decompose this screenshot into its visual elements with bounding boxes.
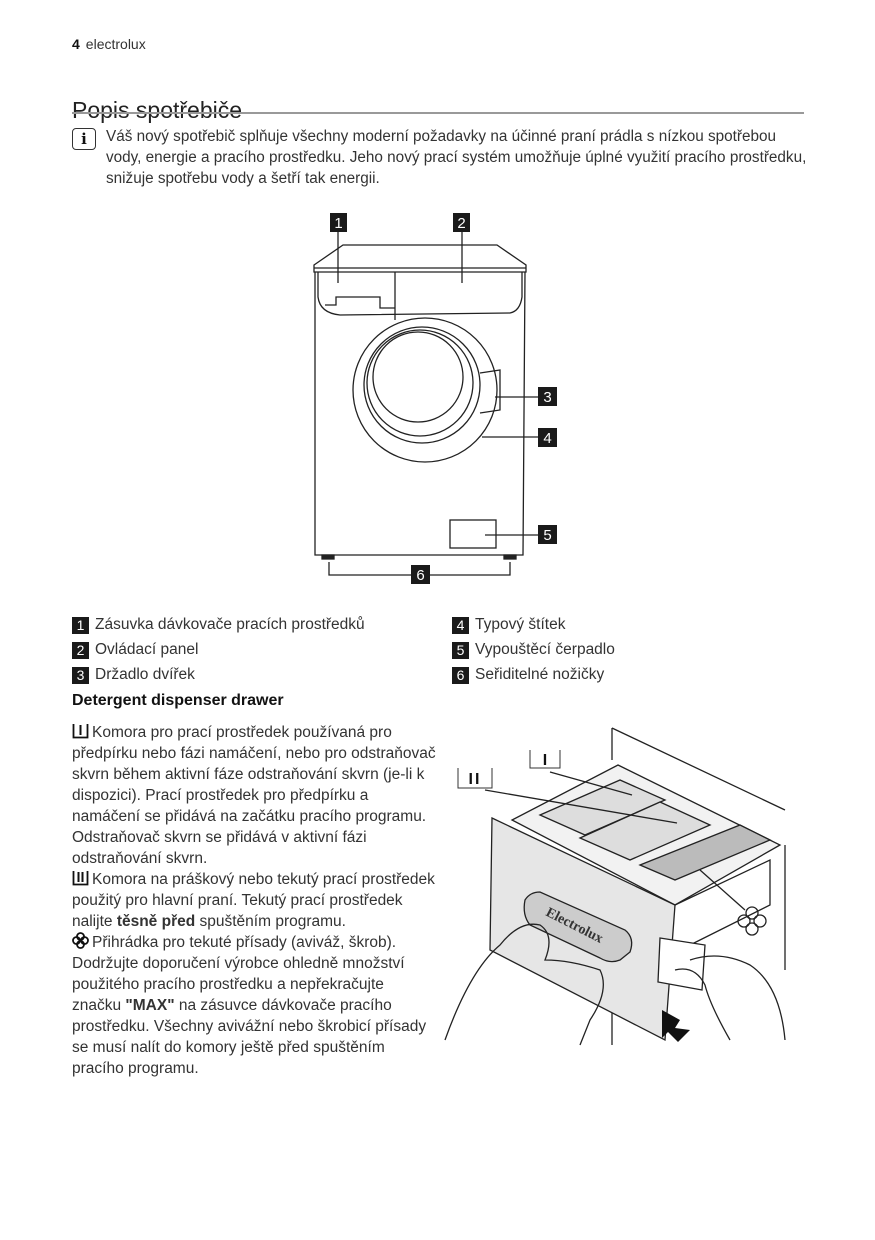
svg-text:II: II bbox=[469, 771, 482, 788]
legend-label: Vypouštěcí čerpadlo bbox=[475, 641, 615, 658]
dosage-text: Dodržujte doporučení výrobce ohledně mno… bbox=[72, 955, 405, 1014]
legend-number: 3 bbox=[72, 667, 89, 684]
machine-top bbox=[313, 244, 527, 273]
machine-body bbox=[314, 271, 526, 556]
pull-direction-arrow-icon bbox=[662, 1010, 690, 1042]
legend-number: 2 bbox=[72, 642, 89, 659]
legend-right: 4 Typový štítek 5 Vypouštěcí čerpadlo 6 Seř… bbox=[452, 612, 615, 687]
legend-item: 2 Ovládací panel bbox=[72, 637, 365, 662]
additive-paragraph: Přihrádka pro tekuté přísady (aviváž, šk… bbox=[72, 932, 437, 953]
door-handle bbox=[479, 369, 501, 414]
cabinet-top-edge bbox=[611, 727, 786, 811]
legend-item: 3 Držadlo dvířek bbox=[72, 662, 365, 687]
callout-1: 1 bbox=[330, 213, 347, 232]
legend-label: Ovládací panel bbox=[95, 641, 199, 658]
svg-text:3: 3 bbox=[543, 389, 551, 406]
legend-item: 6 Seřiditelné nožičky bbox=[452, 662, 615, 687]
mainwash-emphasis: těsně před bbox=[116, 913, 196, 930]
legend-number: 6 bbox=[452, 667, 469, 684]
additive-text: Přihrádka pro tekuté přísady (aviváž, šk… bbox=[92, 934, 397, 951]
drawer-handle-grip bbox=[523, 891, 633, 963]
callout-5: 5 bbox=[538, 525, 557, 544]
right-hand bbox=[689, 955, 786, 1041]
section-title: Popis spotřebiče bbox=[72, 97, 243, 124]
label-compartment-I: I bbox=[529, 750, 561, 769]
legend-number: 5 bbox=[452, 642, 469, 659]
legend-item: 5 Vypouštěcí čerpadlo bbox=[452, 637, 615, 662]
info-icon: i bbox=[72, 128, 96, 150]
drawer-handle bbox=[325, 296, 395, 309]
mainwash-text: Komora na práškový nebo tekutý prací pro… bbox=[72, 871, 435, 930]
mainwash-text-end: spuštěním programu. bbox=[195, 913, 346, 930]
page-number: 4 bbox=[72, 36, 80, 52]
page-header: 4 electrolux bbox=[72, 36, 146, 52]
info-note: i Váš nový spotřebič splňuje všechny mod… bbox=[72, 126, 807, 189]
dispenser-description: Komora pro prací prostředek používaná pr… bbox=[72, 722, 437, 1079]
washing-machine-diagram: 1 2 3 4 5 6 bbox=[313, 213, 557, 584]
softener-flower-symbol bbox=[737, 906, 767, 936]
brand-name: electrolux bbox=[85, 36, 146, 52]
legend-number: 1 bbox=[72, 617, 89, 634]
legend-label: Držadlo dvířek bbox=[95, 666, 195, 683]
flower-softener-icon bbox=[72, 932, 89, 949]
legend-label: Seřiditelné nožičky bbox=[475, 666, 605, 683]
mainwash-paragraph: Komora na práškový nebo tekutý prací pro… bbox=[72, 869, 437, 932]
svg-text:4: 4 bbox=[543, 430, 551, 447]
info-text: Váš nový spotřebič splňuje všechny moder… bbox=[106, 128, 807, 187]
prewash-text: Komora pro prací prostředek používaná pr… bbox=[72, 724, 436, 867]
door-outer-ring bbox=[352, 317, 498, 463]
legend-number: 4 bbox=[452, 617, 469, 634]
svg-text:1: 1 bbox=[334, 215, 342, 232]
svg-text:5: 5 bbox=[543, 527, 551, 544]
control-panel-outline bbox=[317, 272, 523, 316]
max-mark-emphasis: "MAX" bbox=[125, 997, 175, 1014]
svg-text:6: 6 bbox=[416, 567, 424, 584]
pump-cover bbox=[449, 519, 497, 549]
mainwash-compartment-icon bbox=[72, 871, 89, 886]
door-glass bbox=[372, 331, 464, 423]
callout-3: 3 bbox=[538, 387, 557, 406]
dosage-text-end: na zásuvce dávkovače pracího prostředku.… bbox=[72, 997, 427, 1077]
dispenser-drawer-illustration: I II Electrolux bbox=[444, 727, 786, 1046]
callout-2: 2 bbox=[453, 213, 470, 232]
prewash-paragraph: Komora pro prací prostředek používaná pr… bbox=[72, 722, 437, 869]
prewash-compartment-icon bbox=[72, 724, 89, 739]
legend-label: Zásuvka dávkovače pracích prostředků bbox=[95, 616, 365, 633]
legend-label: Typový štítek bbox=[475, 616, 566, 633]
dispenser-heading: Detergent dispenser drawer bbox=[72, 692, 284, 709]
callout-4: 4 bbox=[538, 428, 557, 447]
callout-6: 6 bbox=[411, 565, 430, 584]
svg-text:I: I bbox=[543, 752, 547, 769]
label-compartment-II: II bbox=[457, 768, 493, 789]
legend-item: 4 Typový štítek bbox=[452, 612, 615, 637]
svg-text:2: 2 bbox=[457, 215, 465, 232]
left-hand bbox=[444, 923, 604, 1046]
legend-item: 1 Zásuvka dávkovače pracích prostředků bbox=[72, 612, 365, 637]
title-divider bbox=[72, 112, 804, 114]
dosage-paragraph: Dodržujte doporučení výrobce ohledně mno… bbox=[72, 953, 437, 1079]
